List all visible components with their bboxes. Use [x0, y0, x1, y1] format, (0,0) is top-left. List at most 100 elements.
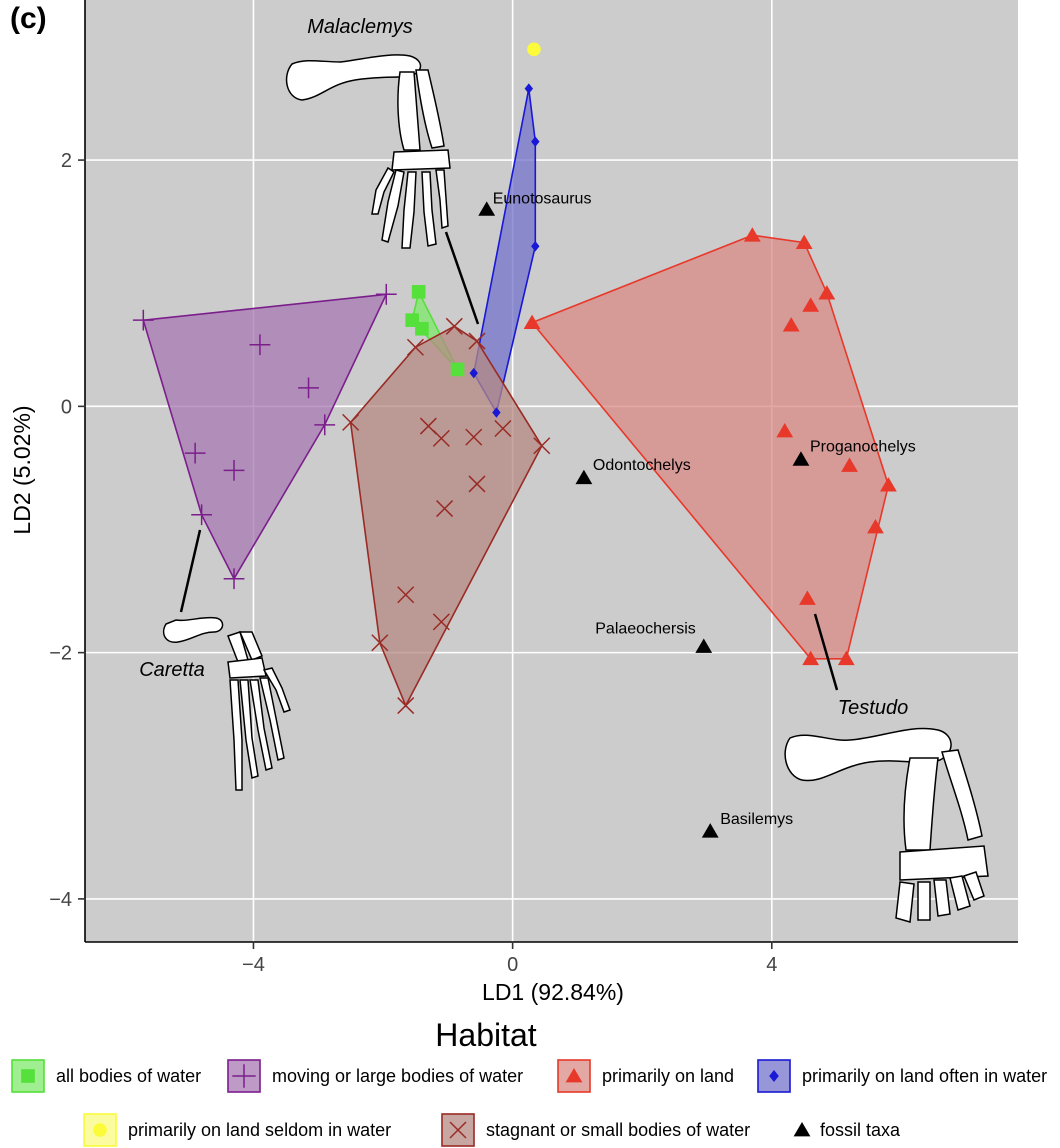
legend-item-primarily-on-land-often-in-water: primarily on land often in water [757, 1059, 1047, 1093]
point-stagnant-or-small-bodies-of-water-5 [432, 429, 450, 447]
legend-label-primarily-on-land-often-in-water: primarily on land often in water [802, 1066, 1047, 1086]
point-all-bodies-of-water-3 [450, 362, 465, 377]
point-moving-or-large-bodies-of-water-3 [298, 377, 319, 399]
legend-marker-fossil-taxa [793, 1122, 811, 1137]
illustration-leader-lines [179, 231, 839, 691]
point-all-bodies-of-water-2 [415, 321, 429, 336]
point-fossil-taxa-3 [695, 638, 713, 653]
taxon-label-odontochelys: Odontochelys [593, 457, 691, 474]
point-moving-or-large-bodies-of-water-1 [375, 283, 397, 305]
x-tick-label-0: 0 [507, 954, 518, 976]
point-moving-or-large-bodies-of-water-0 [132, 309, 154, 331]
legend-item-all-bodies-of-water: all bodies of water [11, 1059, 201, 1093]
point-fossil-taxa-2 [792, 451, 810, 466]
malaclemys-limb-illustration [285, 54, 451, 249]
point-moving-or-large-bodies-of-water-4 [314, 414, 336, 436]
point-stagnant-or-small-bodies-of-water-14 [397, 697, 415, 715]
point-stagnant-or-small-bodies-of-water-13 [371, 634, 389, 652]
taxon-label-eunotosaurus: Eunotosaurus [493, 190, 592, 207]
legend-title: Habitat [435, 1017, 537, 1053]
testudo-limb-illustration [784, 727, 989, 923]
point-moving-or-large-bodies-of-water-6 [223, 459, 245, 481]
point-stagnant-or-small-bodies-of-water-3 [342, 413, 360, 431]
series-stagnant-or-small-bodies-of-water [342, 317, 551, 715]
y-tick-label-2: 2 [61, 150, 72, 172]
hull-primarily-on-land [530, 234, 890, 660]
x-tick-label-4: 4 [766, 954, 777, 976]
legend-label-moving-or-large-bodies-of-water: moving or large bodies of water [272, 1066, 523, 1086]
series-fossil-taxa [478, 201, 810, 838]
point-stagnant-or-small-bodies-of-water-12 [432, 613, 450, 631]
point-stagnant-or-small-bodies-of-water-7 [494, 419, 512, 438]
y-tick-label-2: −2 [49, 643, 72, 665]
point-stagnant-or-small-bodies-of-water-9 [468, 475, 486, 493]
series-all-bodies-of-water [405, 285, 465, 377]
point-moving-or-large-bodies-of-water-2 [249, 334, 271, 356]
legend-label-stagnant-or-small-bodies-of-water: stagnant or small bodies of water [486, 1120, 750, 1140]
hull-moving-or-large-bodies-of-water [142, 293, 388, 581]
legend-marker-primarily-on-land [565, 1068, 583, 1083]
legend-item-stagnant-or-small-bodies-of-water: stagnant or small bodies of water [441, 1113, 750, 1147]
taxon-label-palaeochersis: Palaeochersis [595, 620, 696, 637]
series-primarily-on-land-often-in-water [469, 83, 540, 418]
point-primarily-on-land-seldom-in-water-0 [527, 42, 541, 57]
species-label-testudo: Testudo [838, 697, 908, 719]
point-primarily-on-land-7 [841, 457, 858, 472]
legend-item-primarily-on-land-seldom-in-water: primarily on land seldom in water [83, 1113, 391, 1147]
point-primarily-on-land-often-in-water-1 [531, 136, 540, 147]
panel-label: (c) [10, 2, 47, 35]
point-all-bodies-of-water-0 [411, 285, 426, 299]
point-primarily-on-land-often-in-water-2 [531, 241, 540, 252]
point-primarily-on-land-10 [799, 590, 816, 605]
point-stagnant-or-small-bodies-of-water-10 [436, 500, 454, 518]
legend-marker-primarily-on-land-often-in-water [769, 1070, 779, 1082]
taxon-label-proganochelys: Proganochelys [810, 438, 916, 455]
point-primarily-on-land-8 [880, 477, 897, 492]
series-primarily-on-land-seldom-in-water [527, 42, 541, 57]
hull-stagnant-or-small-bodies-of-water [349, 325, 543, 708]
x-tick-label-4: −4 [242, 954, 265, 976]
convex-hulls [142, 88, 890, 708]
point-moving-or-large-bodies-of-water-7 [191, 504, 213, 526]
point-primarily-on-land-1 [743, 227, 761, 242]
axes: −4 0 4 −4 −2 0 2 [49, 0, 1018, 976]
point-stagnant-or-small-bodies-of-water-11 [397, 586, 415, 604]
point-primarily-on-land-11 [802, 650, 820, 666]
point-stagnant-or-small-bodies-of-water-0 [445, 317, 463, 335]
caretta-limb-illustration [162, 616, 291, 791]
point-primarily-on-land-9 [867, 519, 884, 534]
species-label-caretta: Caretta [139, 659, 205, 681]
legend-item-primarily-on-land: primarily on land [557, 1059, 734, 1093]
legend-label-primarily-on-land: primarily on land [602, 1066, 734, 1086]
point-primarily-on-land-2 [795, 234, 813, 249]
point-primarily-on-land-6 [776, 422, 794, 438]
legend-item-fossil-taxa: fossil taxa [793, 1120, 901, 1140]
legend-label-all-bodies-of-water: all bodies of water [56, 1066, 201, 1086]
legend-marker-primarily-on-land-seldom-in-water [93, 1123, 107, 1137]
taxon-label-basilemys: Basilemys [720, 811, 793, 828]
y-tick-label-0: 0 [61, 396, 72, 418]
point-primarily-on-land-3 [818, 285, 836, 300]
point-fossil-taxa-0 [478, 201, 496, 216]
point-primarily-on-land-often-in-water-3 [469, 367, 478, 379]
point-stagnant-or-small-bodies-of-water-8 [533, 437, 551, 455]
point-stagnant-or-small-bodies-of-water-6 [465, 428, 483, 446]
series-moving-or-large-bodies-of-water [132, 283, 397, 590]
data-points [132, 42, 897, 838]
point-primarily-on-land-often-in-water-0 [524, 83, 534, 94]
y-tick-label-4: −4 [49, 889, 72, 911]
legend-marker-all-bodies-of-water [21, 1069, 35, 1083]
point-primarily-on-land-often-in-water-4 [492, 407, 501, 418]
legend: all bodies of water moving or large bodie… [11, 1059, 1047, 1147]
legend-marker-stagnant-or-small-bodies-of-water [449, 1121, 467, 1139]
series-primarily-on-land [523, 227, 897, 666]
point-fossil-taxa-4 [701, 823, 719, 838]
point-stagnant-or-small-bodies-of-water-1 [468, 332, 486, 350]
point-primarily-on-land-12 [837, 650, 855, 666]
point-primarily-on-land-4 [802, 297, 820, 312]
legend-marker-moving-or-large-bodies-of-water [232, 1064, 256, 1088]
point-fossil-taxa-1 [575, 469, 593, 485]
point-stagnant-or-small-bodies-of-water-2 [406, 338, 424, 356]
